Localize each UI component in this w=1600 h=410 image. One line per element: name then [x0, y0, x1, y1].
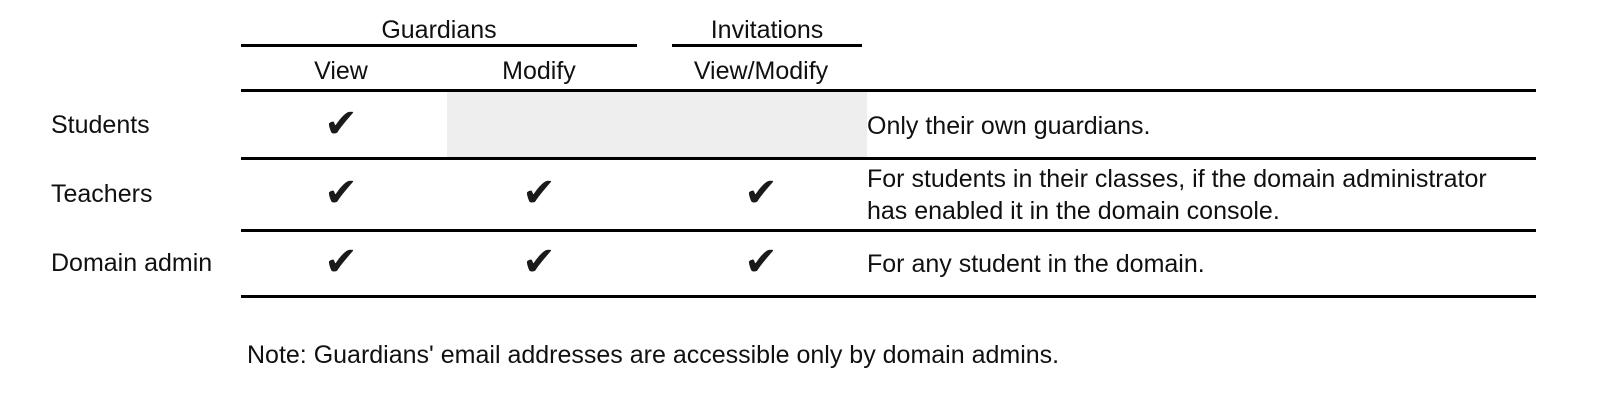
group-rule-guardians: [241, 44, 637, 47]
row-label-teachers: Teachers: [51, 180, 153, 208]
group-header-guardians: Guardians: [381, 16, 497, 44]
cell-check-teachers-modify: ✔: [522, 170, 556, 216]
row-description-domain-admin: For any student in the domain.: [867, 248, 1517, 280]
cell-check-teachers-view: ✔: [324, 170, 358, 216]
table-rule-after-students: [241, 157, 1536, 160]
cell-check-students-view: ✔: [324, 101, 358, 147]
column-header-modify: Modify: [502, 57, 576, 85]
table-footnote: Note: Guardians' email addresses are acc…: [247, 341, 1060, 369]
table-rule-after-teachers: [241, 229, 1536, 232]
column-header-view: View: [314, 57, 368, 85]
cell-check-domain-admin-view-modify: ✔: [744, 239, 778, 285]
cell-check-teachers-view-modify: ✔: [744, 170, 778, 216]
row-label-domain-admin: Domain admin: [51, 249, 213, 277]
row-description-students: Only their own guardians.: [867, 110, 1517, 142]
row-description-students-line-1: Only their own guardians.: [867, 112, 1151, 140]
cell-check-domain-admin-view: ✔: [324, 239, 358, 285]
group-rule-invitations: [672, 44, 862, 47]
row-description-teachers-line-2: has enabled it in the domain console.: [867, 197, 1280, 225]
row-label-students: Students: [51, 111, 150, 139]
table-rule-bottom: [241, 295, 1536, 298]
column-header-view-modify: View/Modify: [693, 57, 829, 85]
cell-check-domain-admin-modify: ✔: [522, 239, 556, 285]
row-description-teachers-line-1: For students in their classes, if the do…: [867, 165, 1487, 193]
cell-shade-students-na: [447, 92, 867, 157]
row-description-teachers: For students in their classes, if the do…: [867, 163, 1527, 227]
table-rule-header-bottom: [241, 89, 1536, 92]
row-description-domain-admin-line-1: For any student in the domain.: [867, 250, 1205, 278]
group-header-invitations: Invitations: [710, 16, 824, 44]
